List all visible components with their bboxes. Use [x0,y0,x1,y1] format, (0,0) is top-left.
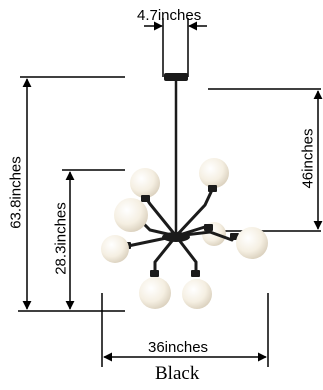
body-height-label: 28.3inches [52,202,70,275]
width-label: 36inches [148,339,209,356]
globe-bottom-left [139,277,171,309]
globe-back-right [199,158,229,188]
canopy-width-label: 4.7inches [137,7,202,24]
finish-caption: Black [155,363,200,384]
globe-left-lower [101,235,129,263]
globe-back-left [130,168,160,198]
globe-right [236,227,268,259]
chandelier [101,73,268,309]
globe-bottom-right [182,279,212,309]
total-height-label: 63.8inches [7,156,25,229]
drop-height-label: 46inches [299,128,317,189]
dimension-lines [18,18,323,367]
canopy [164,73,188,81]
globe-left-upper [114,198,148,232]
hub [162,232,190,242]
